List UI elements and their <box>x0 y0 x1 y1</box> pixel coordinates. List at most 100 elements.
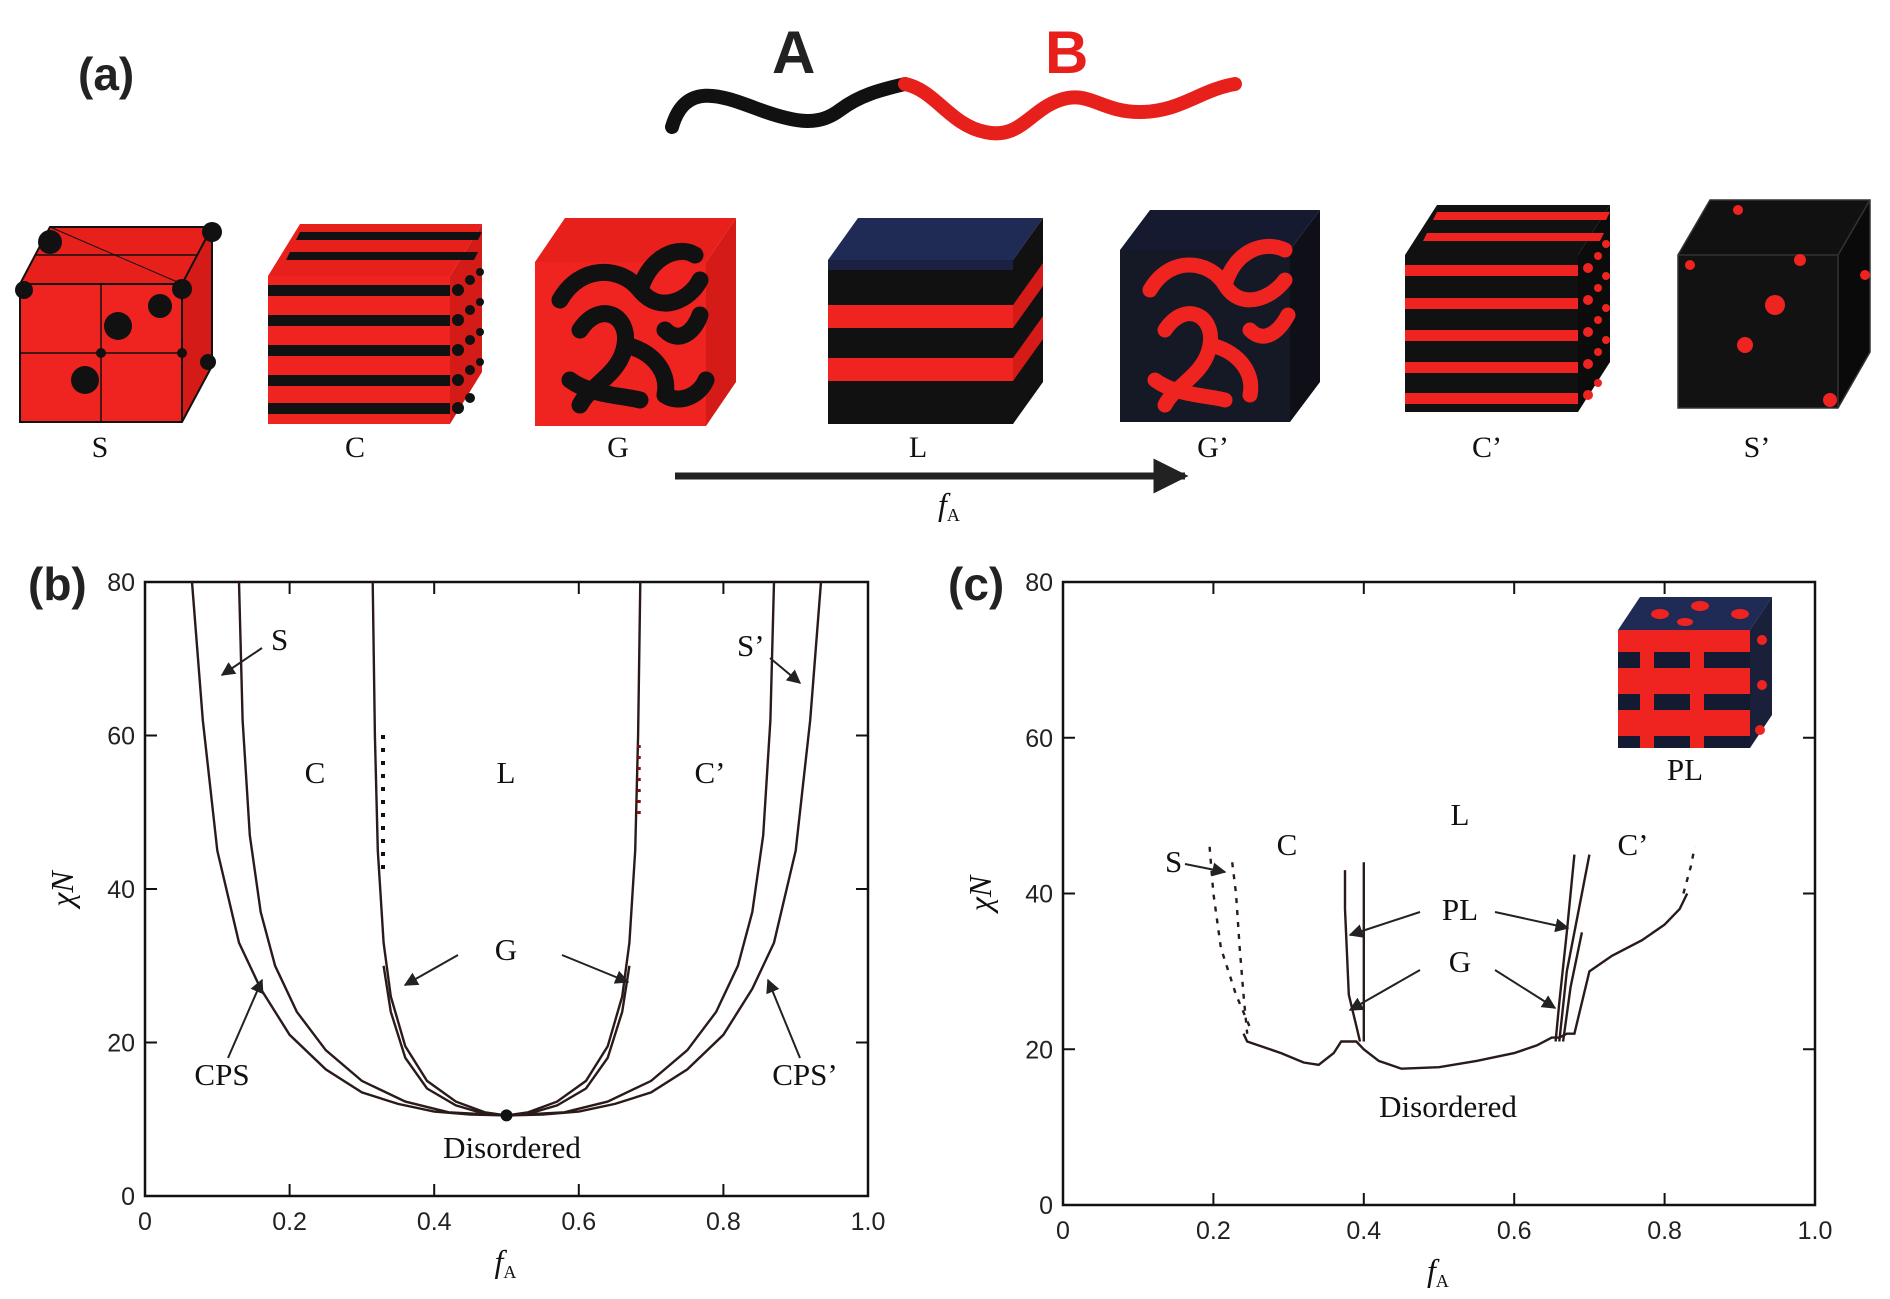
panel-c-phase-boundary-3 <box>1343 870 1362 1042</box>
panel-b-xtick-label-2: 0.4 <box>417 1208 452 1236</box>
panel-b-xlabel: fA <box>495 1243 517 1282</box>
cube-g <box>535 218 736 426</box>
panel-b-label: (b) <box>28 558 87 610</box>
cube-c <box>268 224 484 424</box>
panel-c-phase-boundary-0 <box>1242 892 1689 1070</box>
panel-b-arrow-cps-prime <box>766 978 801 1059</box>
panel-c-arrow-g-left <box>1348 969 1421 1011</box>
cube-label-g-prime: G’ <box>1197 431 1229 464</box>
panel-c-axes: 0 0.2 0.4 0.6 0.8 1.0 0 20 40 60 80 fA χN <box>962 569 1832 1291</box>
panel-c-phase-boundary-8 <box>1682 846 1696 894</box>
panel-c-xtick-label-1: 0.2 <box>1196 1217 1231 1245</box>
panel-b-region-l: L <box>497 755 516 790</box>
cube-label-s-prime: S’ <box>1744 431 1771 464</box>
panel-c-region-c-prime: C’ <box>1618 827 1649 862</box>
panel-c-phase-boundary-5 <box>1554 854 1576 1042</box>
panel-b-phase-boundary-1 <box>506 581 823 1117</box>
panel-c-region-pl: PL <box>1442 892 1478 927</box>
cube-label-c: C <box>345 431 365 464</box>
chain-label-b: B <box>1045 19 1088 86</box>
panel-c-region-disordered: Disordered <box>1379 1089 1517 1124</box>
panel-b-region-s: S <box>271 622 288 657</box>
cube-label-s: S <box>92 431 109 464</box>
panel-c-phase-boundary-1 <box>1208 846 1253 1031</box>
panel-b-region-cps: CPS <box>194 1057 249 1092</box>
panel-a-label: (a) <box>78 48 134 100</box>
panel-c-arrow-pl-right <box>1494 911 1570 933</box>
panel-c-ytick-label-4: 80 <box>1025 569 1053 597</box>
panel-c-region-c: C <box>1277 827 1298 862</box>
inset-cube-pl <box>1618 597 1772 748</box>
panel-b-ytick-label-0: 0 <box>121 1183 135 1211</box>
fa-arrow-label: fA <box>938 486 960 525</box>
panel-b-phase-boundary-4 <box>371 581 507 1117</box>
panel-b-ytick-label-1: 20 <box>107 1030 135 1058</box>
panel-b-phase-boundary-7 <box>527 965 631 1116</box>
cube-c-prime <box>1405 205 1610 412</box>
panel-b-ytick-label-4: 80 <box>107 569 135 597</box>
cube-g-prime <box>1120 210 1320 422</box>
panel-c-phase-boundary-6 <box>1558 854 1591 1042</box>
panel-b-ytick-label-2: 40 <box>107 876 135 904</box>
panel-b-arrow-g-right <box>561 954 630 984</box>
panel-b-frame <box>143 580 870 1198</box>
panel-c-region-l: L <box>1451 797 1470 832</box>
panel-b-arrow-g-left <box>403 954 459 986</box>
chain-label-a: A <box>772 19 815 86</box>
panel-b-xtick-label-1: 0.2 <box>272 1208 307 1236</box>
panel-b-region-s-prime: S’ <box>737 628 765 663</box>
cube-label-c-prime: C’ <box>1472 431 1502 464</box>
cube-l <box>828 218 1043 424</box>
panel-b-curves <box>190 581 823 1122</box>
panel-b-phase-boundary-6 <box>382 965 486 1116</box>
panel-b-phase-boundary-5 <box>506 581 642 1117</box>
cube-label-g: G <box>607 431 629 464</box>
panel-b-xtick-label-5: 1.0 <box>851 1208 886 1236</box>
panel-c-ytick-label-0: 0 <box>1039 1192 1053 1220</box>
panel-b-axes: 0 0.2 0.4 0.6 0.8 1.0 0 20 40 60 80 fA χN <box>44 569 885 1282</box>
panel-c-arrow-g-right <box>1494 969 1557 1009</box>
panel-c-ytick-label-2: 40 <box>1025 881 1053 909</box>
panel-b-arrow-s <box>220 647 263 676</box>
panel-c-curves <box>1208 846 1696 1070</box>
panel-b-region-c-prime: C’ <box>695 755 726 790</box>
panel-c-region-s: S <box>1165 844 1182 879</box>
panel-b-region-c: C <box>305 755 326 790</box>
panel-b-xtick-label-4: 0.8 <box>706 1208 741 1236</box>
panel-b-critical-point <box>500 1109 513 1122</box>
panel-c-arrow-pl-left <box>1348 911 1421 938</box>
panel-c-ytick-label-1: 20 <box>1025 1036 1053 1064</box>
panel-c-xlabel: fA <box>1427 1252 1449 1291</box>
panel-b-phase-boundary-3 <box>506 581 776 1117</box>
panel-b-xtick-label-0: 0 <box>138 1208 152 1236</box>
panel-b-ytick-label-3: 60 <box>107 723 135 751</box>
panel-c-ytick-label-3: 60 <box>1025 725 1053 753</box>
panel-b-xtick-label-3: 0.6 <box>561 1208 596 1236</box>
cube-s-prime <box>1677 199 1871 409</box>
panel-b-region-cps-prime: CPS’ <box>772 1057 837 1092</box>
cube-label-l: L <box>909 431 927 464</box>
panel-c-xtick-label-2: 0.4 <box>1346 1217 1381 1245</box>
panel-b-arrow-s-prime <box>769 657 802 684</box>
panel-c-ylabel: χN <box>962 874 998 914</box>
panel-b-region-disordered: Disordered <box>443 1130 581 1165</box>
chain-block-b <box>898 77 1242 141</box>
panel-b-ylabel: χN <box>44 870 80 910</box>
panel-c-phase-boundary-7 <box>1561 932 1584 1042</box>
panel-c-label: (c) <box>948 558 1004 610</box>
panel-c-inset-label: PL <box>1667 752 1703 787</box>
panel-c-arrow-s <box>1184 862 1227 877</box>
cube-s <box>15 222 222 423</box>
panel-c-phase-boundary-2 <box>1231 862 1249 1034</box>
panel-c-xtick-label-0: 0 <box>1056 1217 1070 1245</box>
panel-b-phase-boundary-0 <box>190 581 507 1117</box>
panel-c-region-g: G <box>1449 944 1471 979</box>
panel-c-xtick-label-5: 1.0 <box>1798 1217 1833 1245</box>
panel-b-phase-boundary-2 <box>237 581 507 1117</box>
chain-block-a <box>665 77 912 134</box>
panel-b-arrow-cps <box>227 978 264 1059</box>
panel-c-xtick-label-4: 0.8 <box>1647 1217 1682 1245</box>
panel-b-region-g: G <box>495 932 517 967</box>
panel-c-xtick-label-3: 0.6 <box>1497 1217 1532 1245</box>
